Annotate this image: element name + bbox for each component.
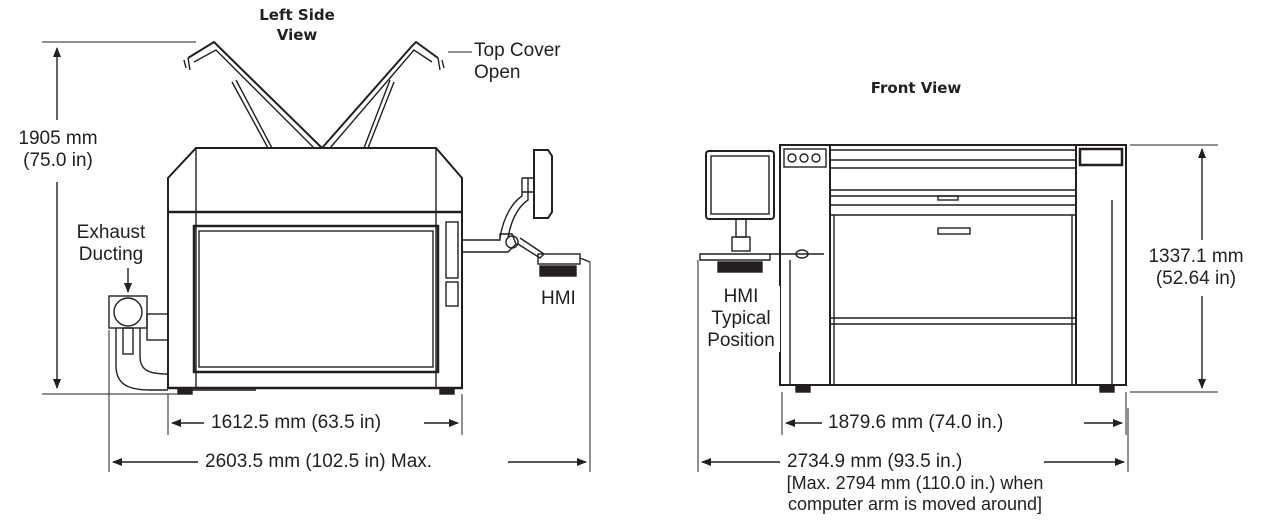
left-view-title: Left Side View [252, 5, 342, 45]
front-note-line2: computer arm is moved around] [787, 494, 1043, 514]
front-height-dimension-label: 1337.1 mm (52.64 in) [1140, 246, 1252, 290]
top-cover-line1: Top Cover [474, 40, 561, 61]
hmi-typical-line1: HMI [723, 286, 759, 307]
left-view-title-line2: View [276, 26, 318, 44]
front-height-mm: 1337.1 mm [1148, 246, 1244, 267]
left-max-width-label: 2603.5 mm (102.5 in) Max. [205, 451, 433, 473]
hmi-typical-line2: Typical [711, 308, 771, 329]
left-height-dimension-label: 1905 mm (75.0 in) [4, 128, 112, 172]
top-cover-line2: Open [474, 62, 521, 83]
front-view-machine [699, 144, 1127, 393]
exhaust-line2: Ducting [78, 244, 144, 265]
front-height-in: (52.64 in) [1155, 268, 1237, 289]
hmi-label: HMI [541, 288, 576, 309]
left-inner-width-label: 1612.5 mm (63.5 in) [211, 412, 382, 434]
exhaust-line1: Exhaust [76, 222, 146, 243]
left-view-dimensions [42, 41, 591, 472]
front-max-width-note: [Max. 2794 mm (110.0 in.) when computer … [720, 473, 1110, 515]
left-height-in: (75.0 in) [23, 150, 93, 171]
left-side-view-machine [108, 40, 591, 395]
exhaust-ducting-label: Exhaust Ducting [64, 222, 158, 266]
left-height-mm: 1905 mm [18, 128, 98, 149]
top-cover-label: Top Cover Open [474, 40, 561, 84]
front-total-width-label: 2734.9 mm (93.5 in.) [787, 451, 963, 473]
hmi-typical-position-label: HMI Typical Position [702, 286, 780, 352]
hmi-typical-line3: Position [707, 330, 775, 351]
front-note-line1: [Max. 2794 mm (110.0 in.) when [786, 473, 1044, 493]
left-view-title-line1: Left Side [259, 6, 335, 24]
front-view-dimensions [697, 144, 1218, 472]
front-view-title: Front View [870, 79, 962, 97]
front-inner-width-label: 1879.6 mm (74.0 in.) [828, 412, 1004, 434]
